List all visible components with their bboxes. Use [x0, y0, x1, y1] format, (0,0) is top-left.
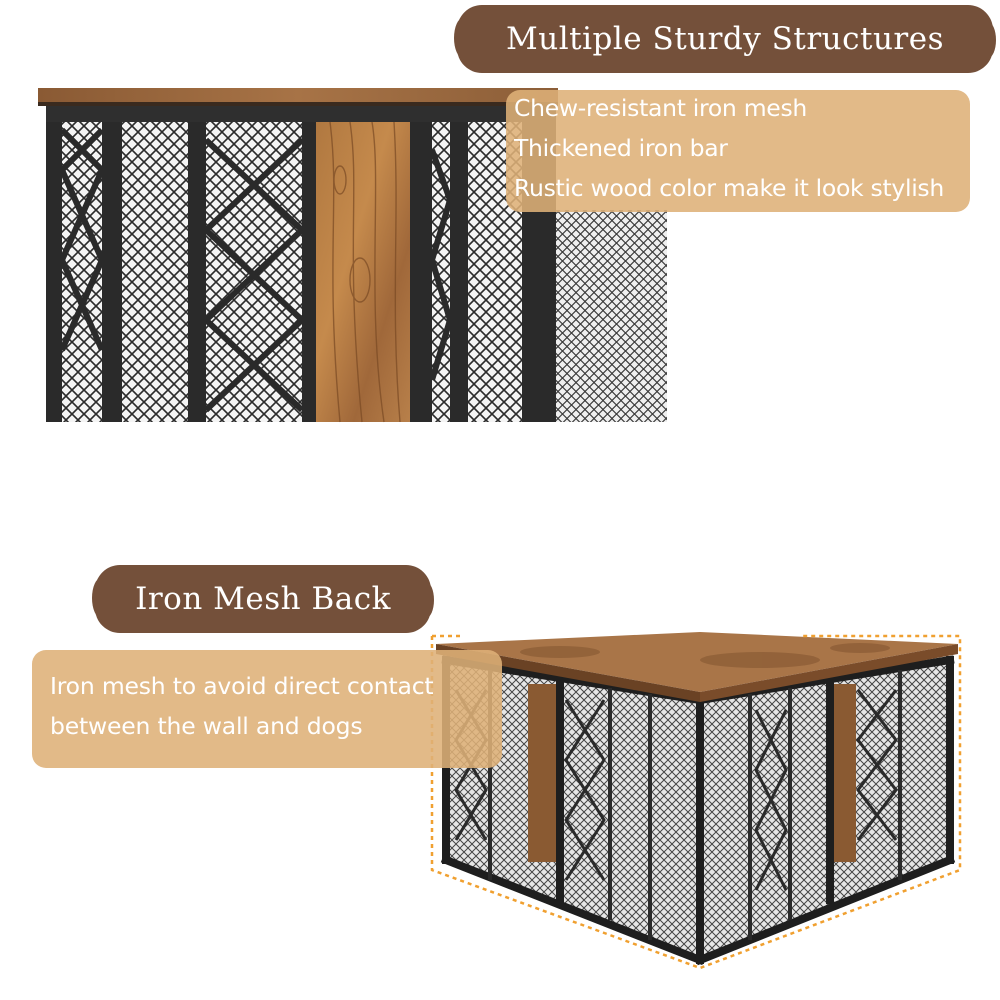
mesh-back-title-text: Iron Mesh Back: [135, 581, 391, 617]
mesh-back-description-box: Iron mesh to avoid direct contact betwee…: [32, 650, 502, 768]
description-line-1: Iron mesh to avoid direct contact: [50, 672, 434, 700]
feature-line-bar: Thickened iron bar: [514, 134, 728, 162]
structures-title: Multiple Sturdy Structures: [454, 8, 996, 70]
feature-line-mesh: Chew-resistant iron mesh: [514, 94, 807, 122]
dog-crate-front-closeup-image: [38, 88, 667, 423]
feature-line-wood: Rustic wood color make it look stylish: [514, 174, 944, 202]
structures-title-text: Multiple Sturdy Structures: [506, 21, 944, 57]
mesh-back-title: Iron Mesh Back: [92, 568, 434, 630]
structures-feature-box: Chew-resistant iron mesh Thickened iron …: [506, 90, 970, 212]
description-line-2: between the wall and dogs: [50, 712, 363, 740]
